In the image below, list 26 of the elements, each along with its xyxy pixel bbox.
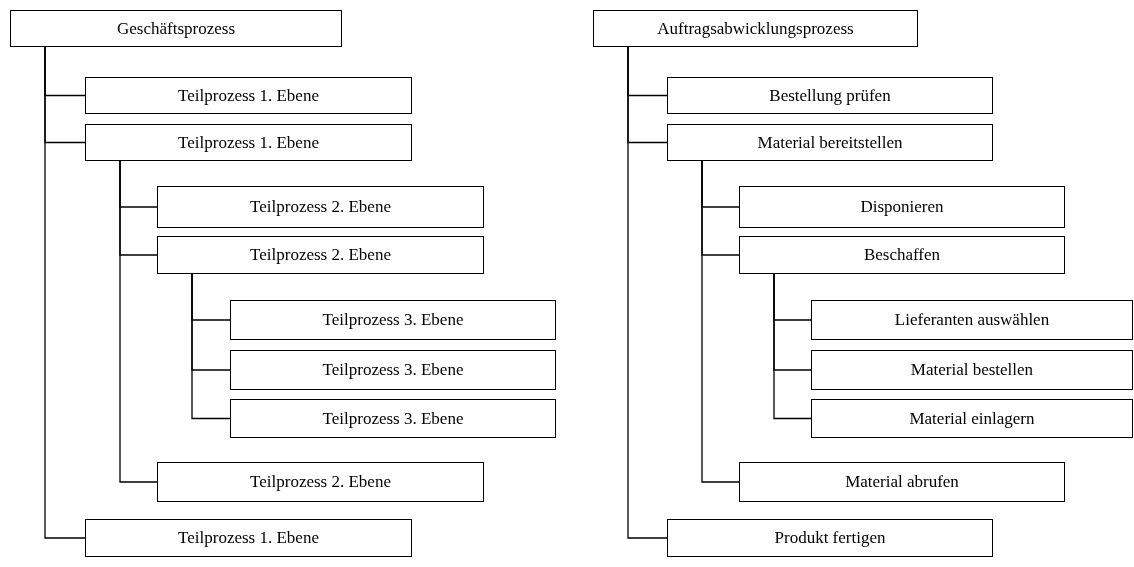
process-box: Produkt fertigen — [667, 519, 993, 557]
process-box: Teilprozess 3. Ebene — [230, 300, 556, 340]
process-box: Teilprozess 3. Ebene — [230, 350, 556, 390]
process-box: Teilprozess 1. Ebene — [85, 519, 412, 557]
process-box: Bestellung prüfen — [667, 77, 993, 114]
process-box: Lieferanten auswählen — [811, 300, 1133, 340]
process-box: Teilprozess 1. Ebene — [85, 77, 412, 114]
connector-line — [701, 160, 740, 483]
process-box: Material bestellen — [811, 350, 1133, 390]
process-box: Teilprozess 3. Ebene — [230, 399, 556, 438]
process-box: Teilprozess 2. Ebene — [157, 462, 484, 502]
process-box: Disponieren — [739, 186, 1065, 228]
process-box: Geschäftsprozess — [10, 10, 342, 47]
process-box: Material einlagern — [811, 399, 1133, 438]
connector-line — [191, 273, 231, 420]
process-box: Beschaffen — [739, 236, 1065, 274]
process-box: Material bereitstellen — [667, 124, 993, 161]
connector-line — [773, 273, 812, 420]
process-box: Teilprozess 2. Ebene — [157, 236, 484, 274]
connector-line — [627, 46, 668, 539]
process-box: Teilprozess 1. Ebene — [85, 124, 412, 161]
process-box: Auftragsabwicklungsprozess — [593, 10, 918, 47]
connector-line — [44, 46, 86, 539]
connector-line — [119, 160, 158, 483]
process-box: Teilprozess 2. Ebene — [157, 186, 484, 228]
process-box: Material abrufen — [739, 462, 1065, 502]
